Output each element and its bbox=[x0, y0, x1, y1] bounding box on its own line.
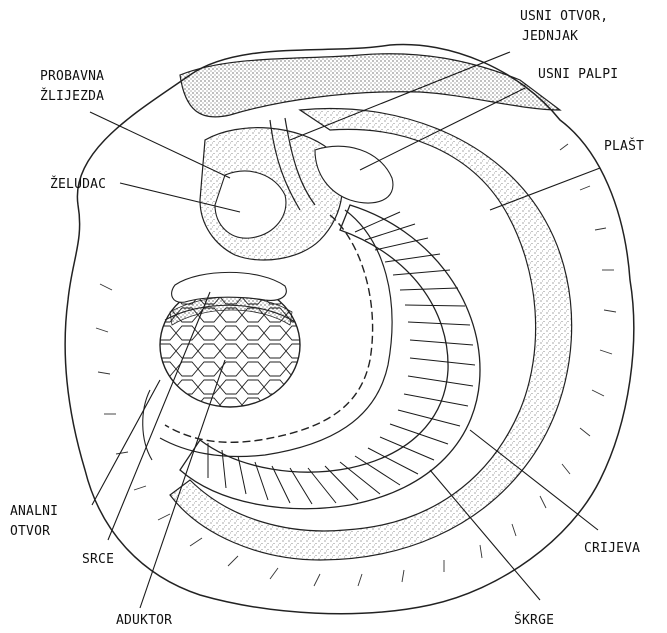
label-analni: ANALNI bbox=[10, 503, 58, 520]
label-aduktor: ADUKTOR bbox=[116, 612, 172, 629]
label-zlijezda: ŽLIJEZDA bbox=[40, 88, 104, 105]
leader-analni bbox=[92, 380, 160, 505]
label-usni-otvor: USNI OTVOR, bbox=[520, 8, 608, 25]
label-jednjak: JEDNJAK bbox=[522, 28, 578, 45]
label-skrge: ŠKRGE bbox=[514, 612, 554, 629]
label-otvor: OTVOR bbox=[10, 523, 50, 540]
label-plast: PLAŠT bbox=[604, 138, 644, 155]
label-crijevo: CRIJEVA bbox=[584, 540, 640, 557]
label-zeludac: ŽELUDAC bbox=[50, 176, 106, 193]
label-srce: SRCE bbox=[82, 551, 114, 568]
label-usni-palpi: USNI PALPI bbox=[538, 66, 618, 83]
label-probavna: PROBAVNA bbox=[40, 68, 104, 85]
